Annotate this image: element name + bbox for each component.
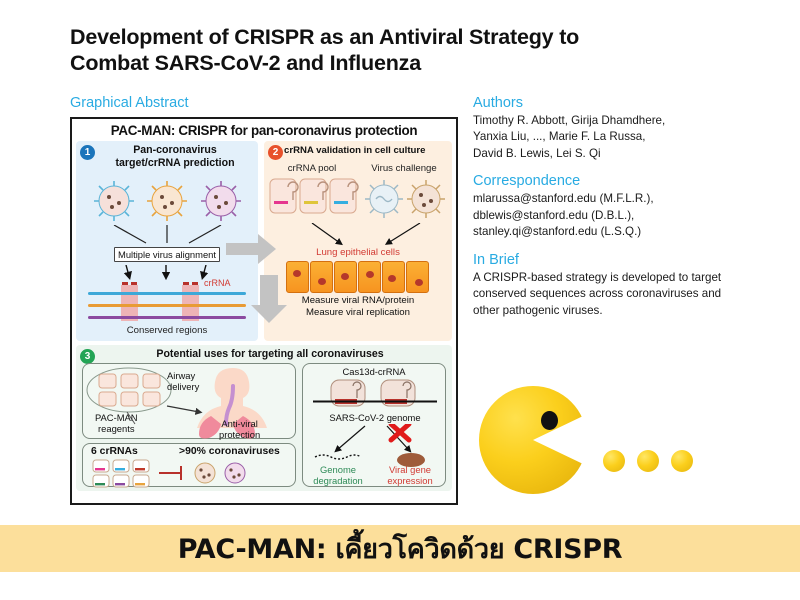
panel-1-prediction: 1 Pan-coronavirus target/crRNA predictio… (76, 141, 258, 341)
in-brief-heading: In Brief (473, 251, 519, 268)
panel-3-coverage: >90% coronaviruses (179, 446, 280, 457)
authors-line-1: Timothy R. Abbott, Girija Dhamdhere, (473, 114, 666, 127)
correspondence-heading: Correspondence (473, 173, 581, 190)
antiviral-line-2: protection (219, 429, 261, 441)
panel-1-title-line-1: Pan-coronavirus (133, 144, 217, 156)
panel-1-converge-arrows (113, 225, 222, 244)
figure-title: PAC-MAN: CRISPR for pan-coronavirus prot… (110, 123, 418, 138)
panel-3-outcome-arrows (314, 424, 425, 467)
panel-2-epithelial-cells (286, 261, 429, 293)
epithelial-cell (382, 261, 405, 293)
panel-2-badge: 2 (268, 145, 283, 160)
correspondence-email-1[interactable]: mlarussa@stanford.edu (M.F.L.R.), (473, 192, 654, 206)
degradation-line-2: degradation (313, 475, 363, 487)
panel-2-title: crRNA validation in cell culture (284, 145, 426, 156)
expression-line-2: expression (387, 475, 433, 487)
antiviral-line-1: Anti-viral (221, 418, 258, 429)
metadata-column: Authors Timothy R. Abbott, Girija Dhamdh… (473, 95, 735, 330)
panel-3-reagents-label: PAC-MAN reagents (95, 412, 138, 435)
panel-3-delivery-box: Airway delivery PAC-MAN reagents Anti-vi… (82, 363, 296, 441)
panel-3-cas13d-label: Cas13d-crRNA (342, 366, 406, 377)
correspondence-email-3[interactable]: stanley.qi@stanford.edu (L.S.Q.) (473, 225, 642, 239)
degradation-line-1: Genome (320, 464, 356, 475)
page-title-line-1: Development of CRISPR as an Antiviral St… (70, 25, 580, 49)
bottom-banner: PAC-MAN: เคี้ยวโควิดด้วย CRISPR (0, 525, 800, 572)
panel-2-converge-arrows (311, 223, 421, 246)
expression-line-1: Viral gene (388, 464, 432, 475)
panel-1-down-arrows (123, 265, 209, 281)
page-title: Development of CRISPR as an Antiviral St… (70, 24, 730, 76)
cas13d-crrna-illustration (313, 379, 437, 407)
graphical-abstract-heading: Graphical Abstract (70, 95, 189, 111)
panel-2-crrna-cards (269, 178, 359, 214)
epithelial-cell (310, 261, 333, 293)
panel-1-badge: 1 (80, 145, 95, 160)
panel-2-virus-icons (365, 180, 445, 218)
panel-1-conserved-label: Conserved regions (126, 325, 208, 336)
panel-2-validation: 2 crRNA validation in cell culture crRNA… (264, 141, 452, 341)
panel-3-expression-label: Viral gene expression (377, 464, 443, 487)
page-title-line-2: Combat SARS-CoV-2 and Influenza (70, 51, 421, 76)
reagents-line-1: PAC-MAN (95, 412, 138, 423)
in-brief-block: In Brief A CRISPR-based strategy is deve… (473, 252, 735, 319)
airway-delivery-illustration (86, 367, 267, 439)
panel-3-mechanism-box: Cas13d-crRNA SARS-CoV-2 genome (302, 363, 446, 487)
epithelial-cell (286, 261, 309, 293)
panel-3-title: Potential uses for targeting all coronav… (156, 348, 384, 360)
epithelial-cell (334, 261, 357, 293)
panel-1-crrna-label: crRNA (204, 278, 231, 288)
correspondence-list: mlarussa@stanford.edu (M.F.L.R.), dblewi… (473, 191, 735, 240)
panel-2-measure-text: Measure viral RNA/protein Measure viral … (264, 295, 452, 319)
authors-list: Timothy R. Abbott, Girija Dhamdhere, Yan… (473, 113, 735, 162)
panel-2-cells-label: Lung epithelial cells (316, 247, 400, 258)
authors-block: Authors Timothy R. Abbott, Girija Dhamdh… (473, 95, 735, 162)
authors-heading: Authors (473, 95, 523, 111)
authors-line-2: Yanxia Liu, ..., Marie F. La Russa, (473, 130, 646, 144)
panel-1-title-line-2: target/crRNA prediction (115, 156, 235, 169)
pacman-dot (671, 450, 693, 472)
graphical-abstract-figure: PAC-MAN: CRISPR for pan-coronavirus prot… (70, 117, 458, 505)
airway-line-1: Airway (167, 370, 196, 381)
panel-2-crrna-pool-label: crRNA pool (287, 163, 337, 174)
pacman-icon (479, 386, 587, 494)
in-brief-text: A CRISPR-based strategy is developed to … (473, 270, 722, 317)
panel-1-virus-icons (94, 181, 241, 221)
panel-2-measure-line-2: Measure viral replication (306, 306, 410, 318)
pacman-dot (603, 450, 625, 472)
panel-2-measure-line-1: Measure viral RNA/protein (301, 295, 415, 306)
panel-3-uses: 3 Potential uses for targeting all coron… (76, 345, 452, 491)
in-brief-body: A CRISPR-based strategy is developed to … (473, 270, 735, 319)
pacman-dot (637, 450, 659, 472)
panel-3-genome-label: SARS-CoV-2 genome (329, 412, 421, 423)
figure-panels: 1 Pan-coronavirus target/crRNA predictio… (72, 141, 456, 493)
panel-3-crrna-count: 6 crRNAs (91, 446, 138, 457)
banner-text: PAC-MAN: เคี้ยวโควิดด้วย CRISPR (177, 534, 623, 565)
panel-1-title: Pan-coronavirus target/crRNA prediction (76, 141, 258, 169)
panel-3-airway-label: Airway delivery (167, 370, 199, 393)
pacman-graphic (479, 386, 729, 506)
airway-line-2: delivery (167, 381, 200, 393)
authors-line-3: David B. Lewis, Lei S. Qi (473, 146, 601, 160)
correspondence-email-2[interactable]: dblewis@stanford.edu (D.B.L.), (473, 208, 635, 222)
reagents-line-2: reagents (98, 423, 135, 435)
panel-3-crrna-inhibition (92, 459, 246, 488)
pacman-eye-icon (541, 411, 558, 430)
panel-1-alignment-box: Multiple virus alignment (114, 247, 220, 262)
epithelial-cell (358, 261, 381, 293)
panel-2-virus-challenge-label: Virus challenge (371, 163, 437, 174)
correspondence-block: Correspondence mlarussa@stanford.edu (M.… (473, 173, 735, 240)
epithelial-cell (406, 261, 429, 293)
panel-1-genome-diagram: crRNA (76, 278, 258, 325)
panel-3-antiviral-label: Anti-viral protection (219, 418, 260, 441)
panel-3-degradation-label: Genome degradation (305, 464, 371, 487)
panel-3-badge: 3 (80, 349, 95, 364)
panel-3-coverage-box: 6 crRNAs >90% coronaviruses (82, 443, 296, 488)
